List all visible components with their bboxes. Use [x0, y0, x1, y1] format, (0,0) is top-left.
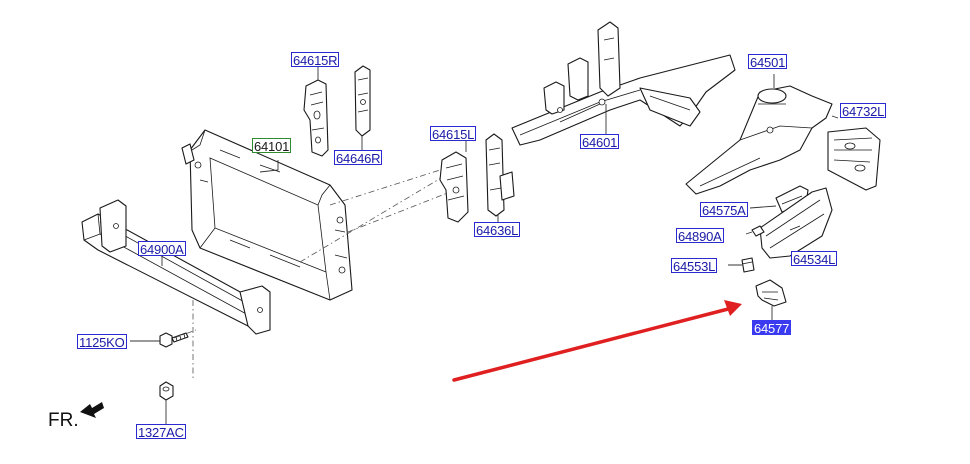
red-pointer-arrow: [452, 300, 742, 382]
label-64900A[interactable]: 64900A: [138, 241, 186, 257]
label-64890A[interactable]: 64890A: [676, 228, 724, 244]
label-64577[interactable]: 64577: [752, 320, 792, 336]
part-64890A-clip[interactable]: [751, 225, 765, 237]
label-1327AC[interactable]: 1327AC: [136, 424, 186, 440]
label-64636L[interactable]: 64636L: [474, 222, 521, 238]
part-64615L-bracket[interactable]: [439, 151, 469, 223]
part-64577-bracket[interactable]: [755, 279, 787, 307]
label-64732L[interactable]: 64732L: [840, 103, 887, 119]
label-64534L[interactable]: 64534L: [791, 251, 838, 267]
part-64900A-bumper-beam[interactable]: [81, 199, 271, 335]
label-64101[interactable]: 64101: [252, 138, 292, 154]
front-indicator-label: FR.: [48, 410, 79, 431]
part-64501-fender-apron[interactable]: [685, 85, 833, 195]
front-direction-arrow-icon: [80, 402, 104, 418]
part-64534L-member[interactable]: [759, 187, 833, 259]
part-64553L-block[interactable]: [741, 257, 755, 273]
part-64101-radiator-support[interactable]: [181, 129, 353, 301]
part-64732L-panel[interactable]: [827, 127, 881, 191]
label-64646R[interactable]: 64646R: [334, 150, 383, 166]
part-64636L-bracket[interactable]: [485, 133, 515, 217]
part-1327AC-nut[interactable]: [159, 381, 174, 401]
label-64575A[interactable]: 64575A: [700, 202, 748, 218]
label-64615L[interactable]: 64615L: [430, 126, 477, 142]
label-64601[interactable]: 64601: [580, 134, 620, 150]
label-1125KO[interactable]: 1125KO: [77, 334, 127, 350]
part-64646R-bracket[interactable]: [354, 65, 371, 137]
part-64601-side-member[interactable]: [511, 21, 736, 146]
part-1125KO-bolt[interactable]: [159, 332, 189, 348]
label-64501[interactable]: 64501: [748, 54, 788, 70]
label-64615R[interactable]: 64615R: [291, 52, 340, 68]
label-64553L[interactable]: 64553L: [671, 258, 718, 274]
part-64615R-bracket[interactable]: [303, 79, 329, 157]
